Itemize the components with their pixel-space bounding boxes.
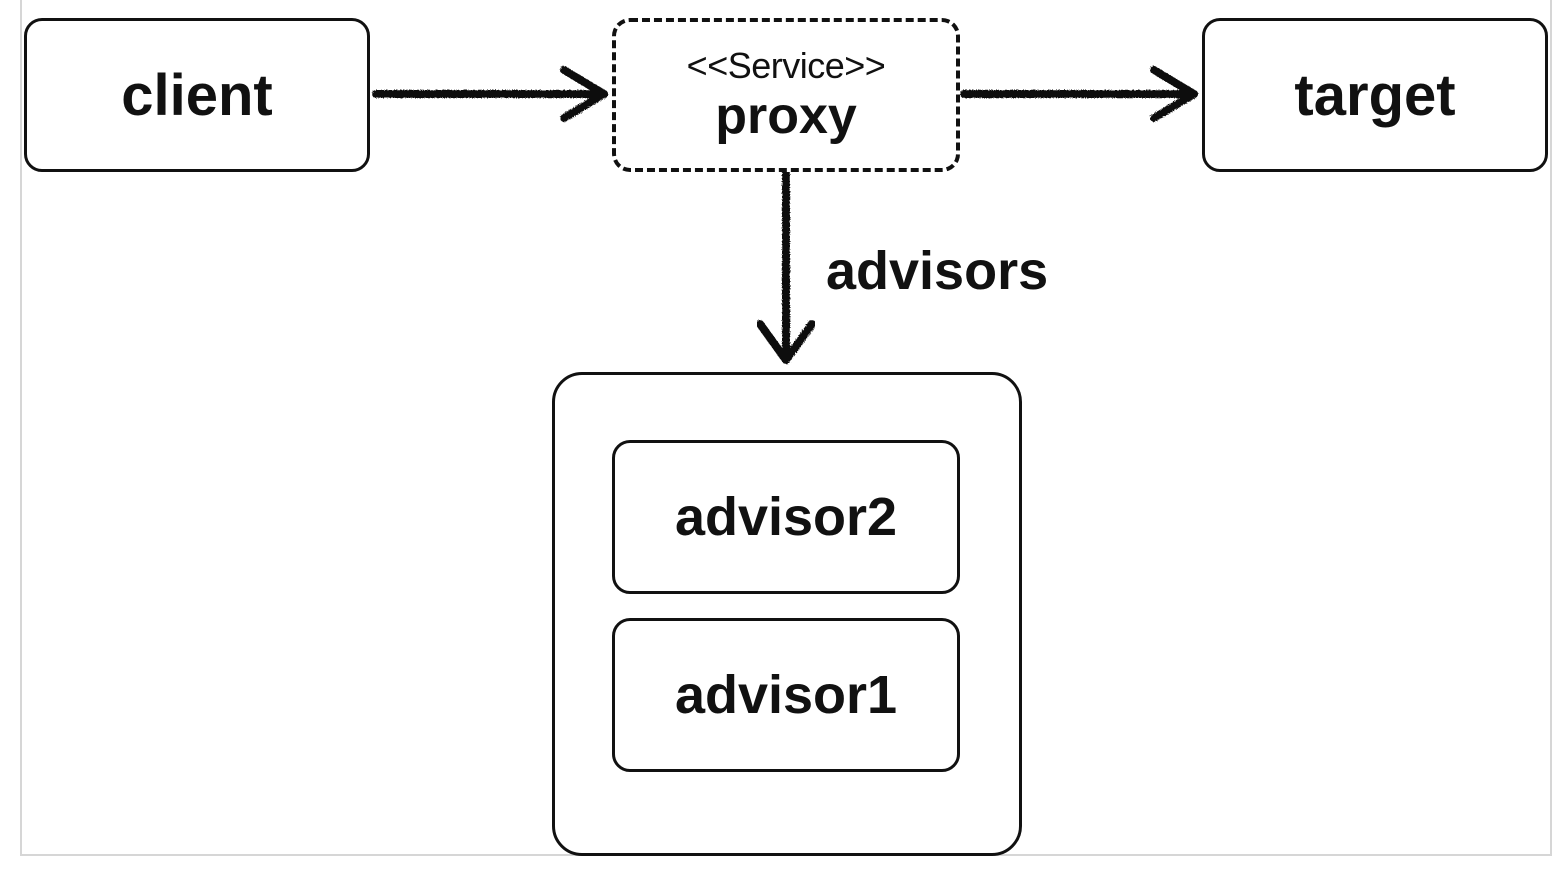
client-label: client — [121, 62, 273, 128]
advisor2-label: advisor2 — [674, 487, 898, 547]
advisor1-node: advisor1 — [612, 618, 960, 772]
advisor1-label: advisor1 — [674, 665, 898, 725]
proxy-node: <<Service>> proxy — [612, 18, 960, 172]
target-label: target — [1294, 62, 1456, 128]
client-node: client — [24, 18, 370, 172]
advisor2-node: advisor2 — [612, 440, 960, 594]
advisors-edge-label: advisors — [826, 241, 1049, 301]
target-node: target — [1202, 18, 1548, 172]
proxy-stereotype: <<Service>> — [686, 45, 886, 86]
proxy-label: proxy — [715, 87, 857, 145]
